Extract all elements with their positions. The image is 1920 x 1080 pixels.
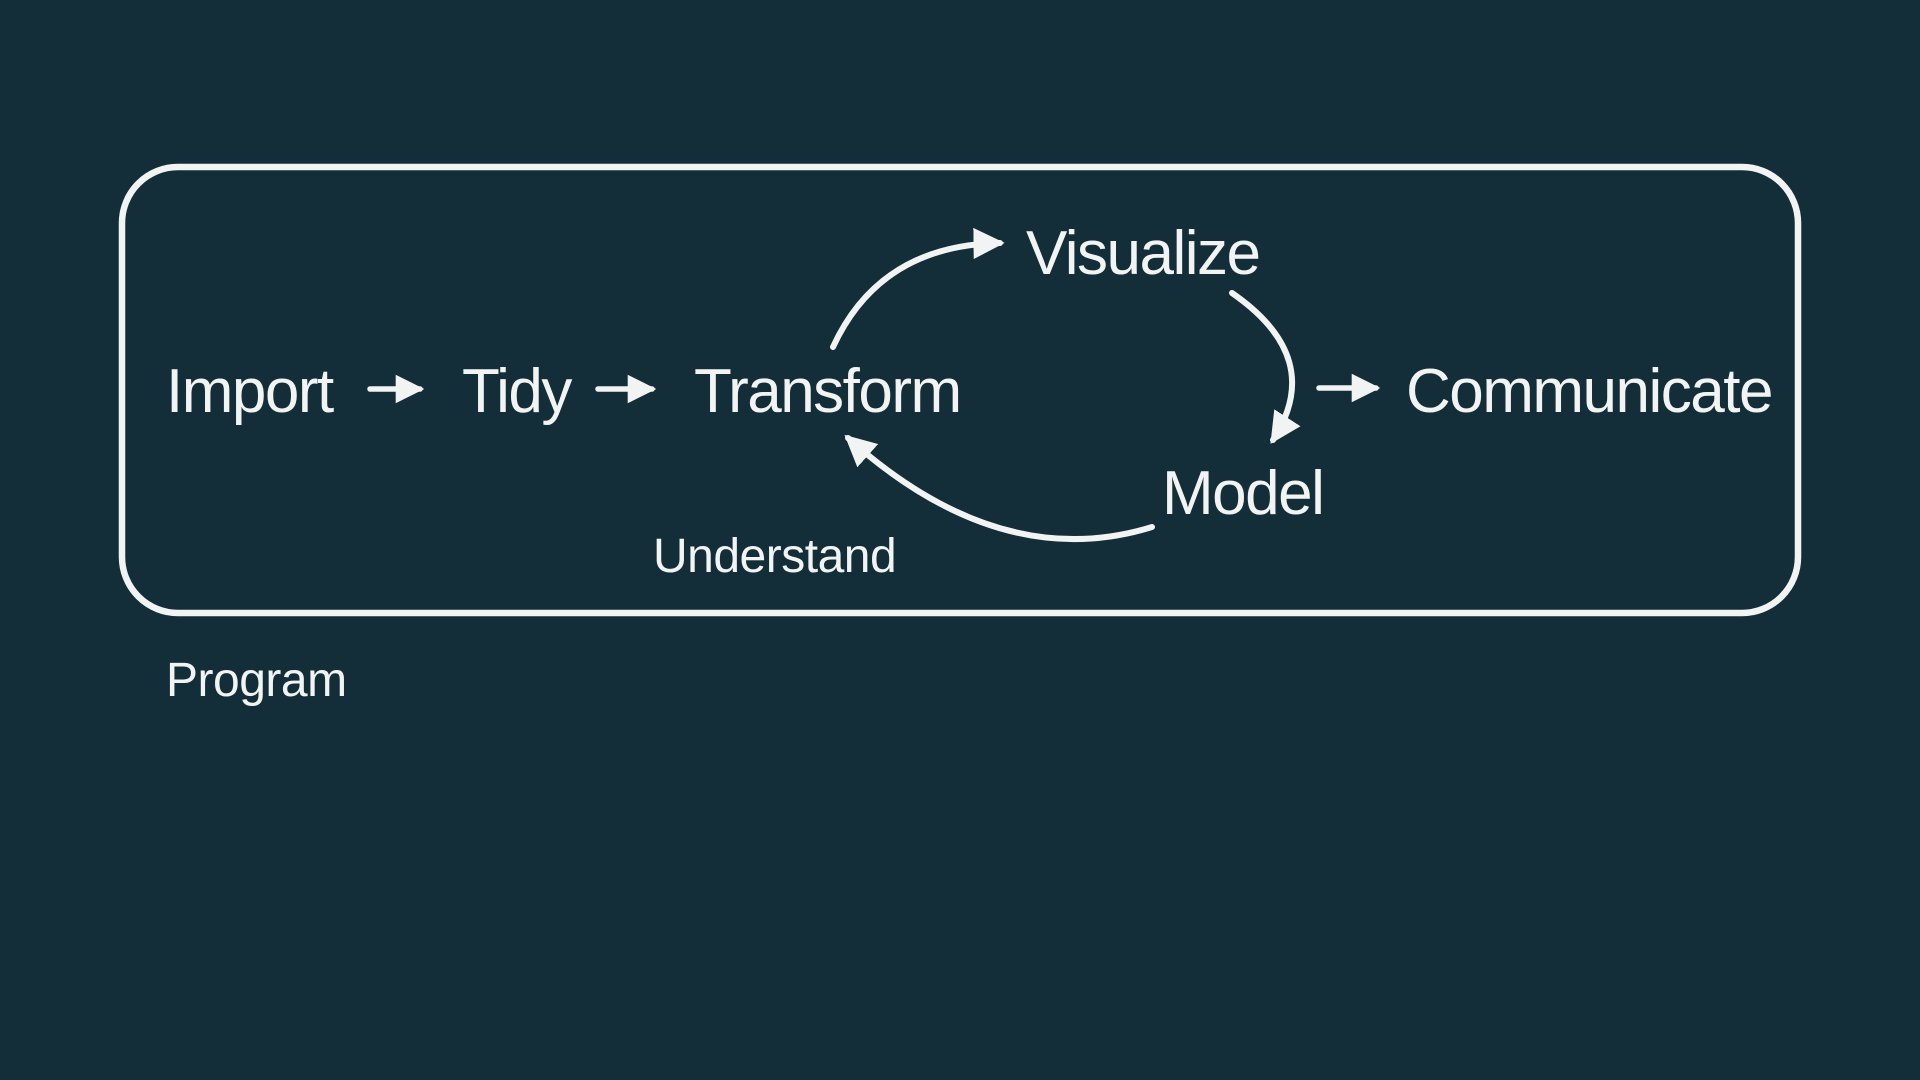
node-visualize: Visualize <box>1026 219 1260 288</box>
understand-cycle-label: Understand <box>653 530 896 583</box>
node-communicate: Communicate <box>1406 357 1772 426</box>
arc-visualize-to-model <box>1229 290 1301 444</box>
node-tidy: Tidy <box>462 357 572 426</box>
node-model: Model <box>1162 459 1323 528</box>
program-box-label: Program <box>166 654 347 707</box>
program-box <box>118 163 1802 617</box>
node-import: Import <box>166 357 334 426</box>
arc-model-to-transform <box>844 434 1155 543</box>
node-transform: Transform <box>694 357 961 426</box>
arc-transform-to-visualize <box>830 227 1005 350</box>
